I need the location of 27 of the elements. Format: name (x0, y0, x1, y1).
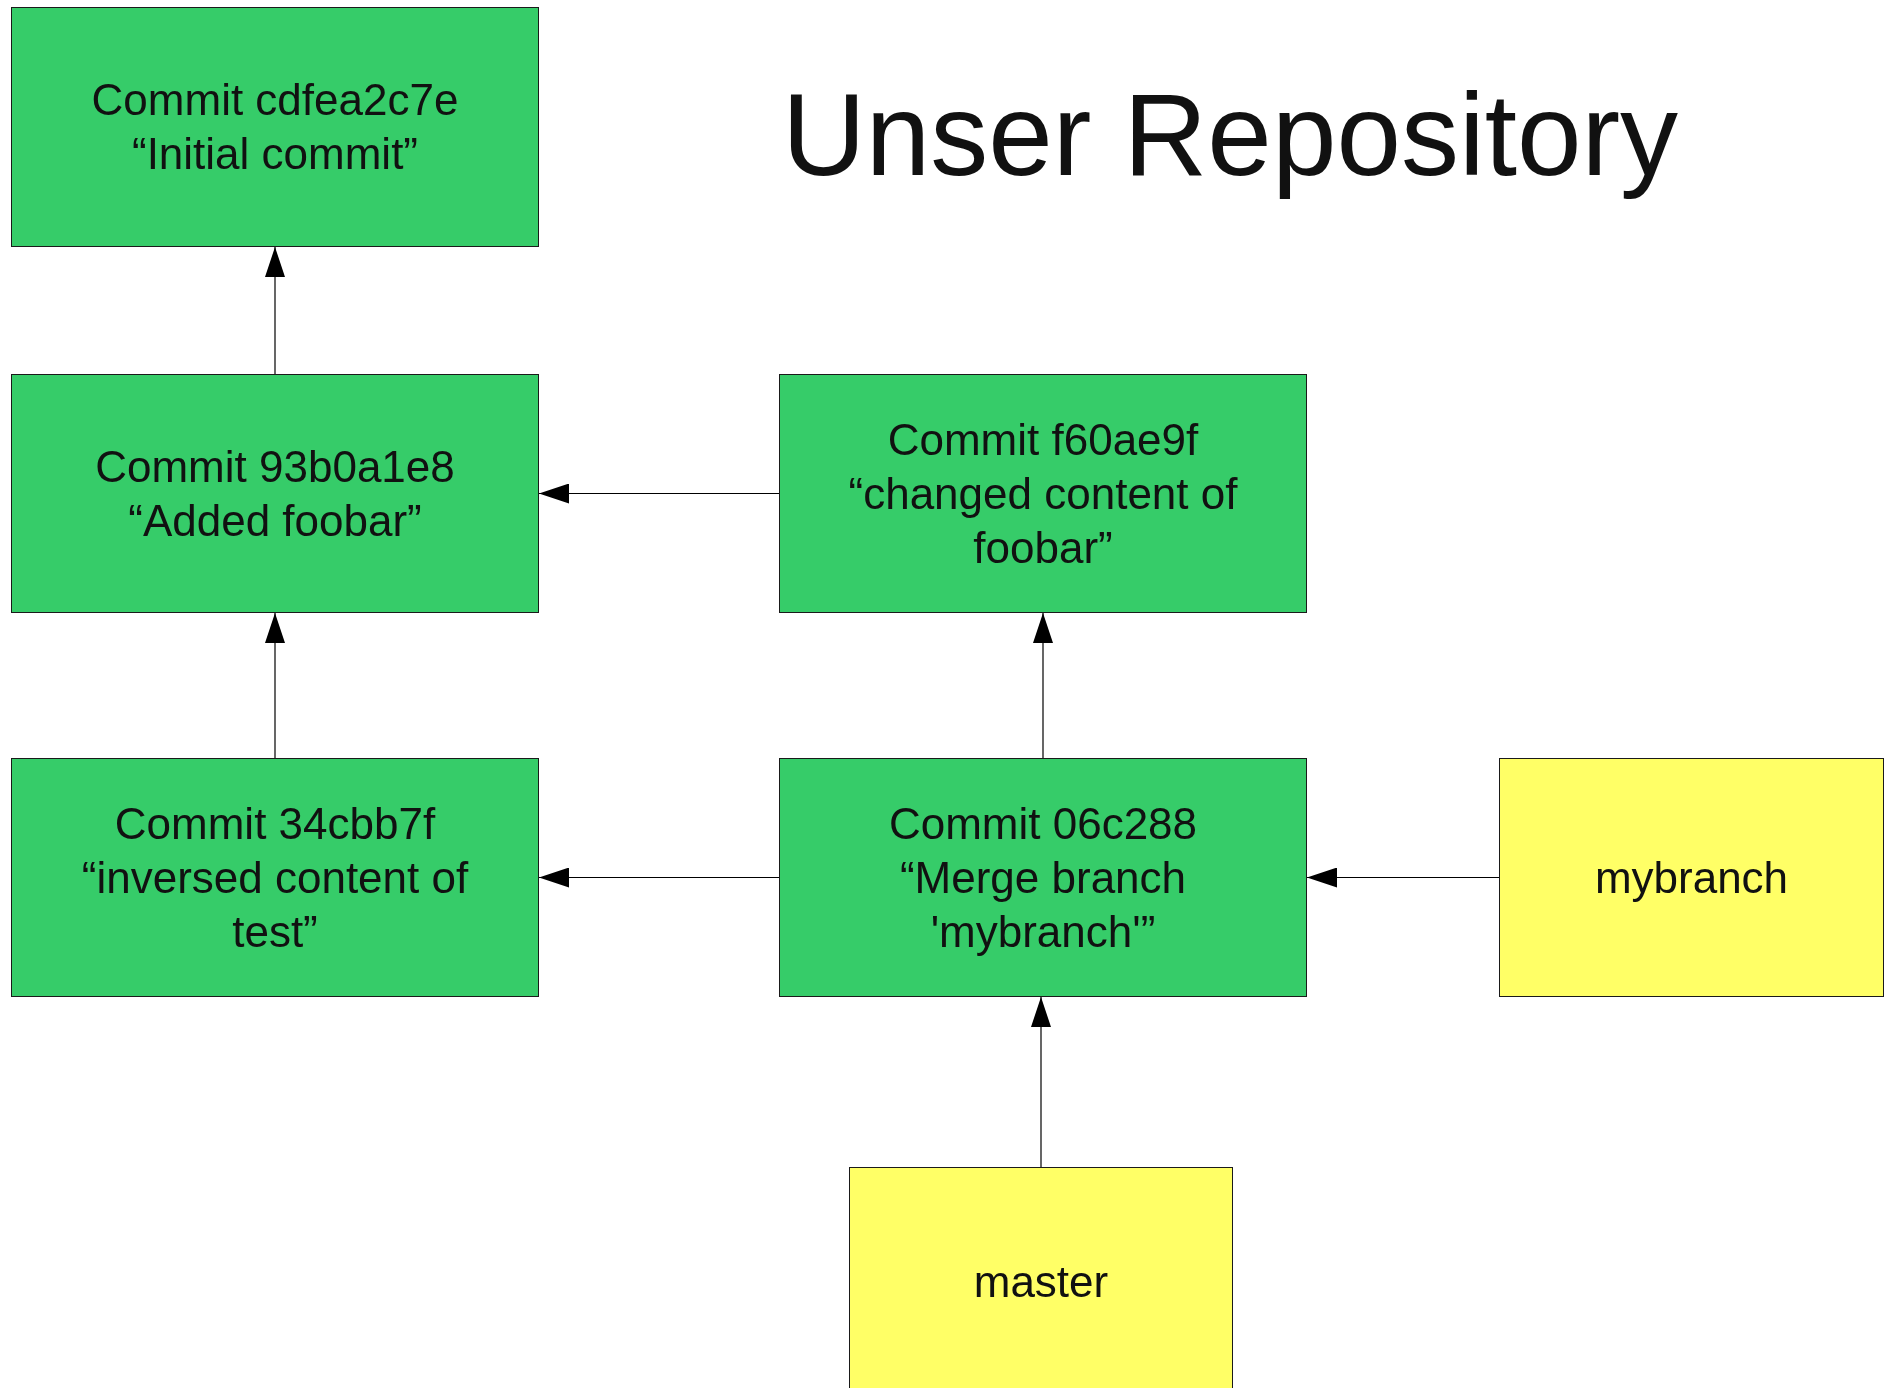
commit-message: “Merge branch 'mybranch'” (898, 851, 1188, 958)
node-heading: Commit cdfea2c7e (91, 74, 459, 126)
branch-label-box (849, 1167, 1233, 1388)
node-heading: Commit 06c288 (888, 797, 1198, 850)
node-heading: Commit 93b0a1e8 (95, 440, 455, 493)
commit-message: “Initial commit” (132, 128, 418, 180)
arrow (1306, 867, 1500, 888)
branch-label-box (1499, 758, 1884, 997)
diagram-title: Unser Repository (780, 70, 1680, 200)
commit-box (11, 374, 539, 613)
node-heading: mybranch (1594, 851, 1789, 904)
arrow (1031, 996, 1051, 1168)
commit-box (779, 374, 1307, 613)
node-heading: Commit f60ae9f (887, 413, 1199, 466)
node-heading: master (973, 1256, 1109, 1308)
commit-box (779, 758, 1307, 997)
arrow (538, 483, 780, 504)
arrow (538, 867, 780, 888)
arrow (265, 612, 285, 759)
arrow (265, 246, 285, 375)
arrow (1033, 612, 1053, 759)
commit-box (11, 758, 539, 997)
commit-box (11, 7, 539, 247)
node-heading: Commit 34cbb7f (114, 797, 436, 850)
commit-message: “changed content of foobar” (847, 467, 1239, 574)
commit-message: “Added foobar” (128, 494, 422, 547)
commit-message: “inversed content of test” (80, 851, 470, 958)
